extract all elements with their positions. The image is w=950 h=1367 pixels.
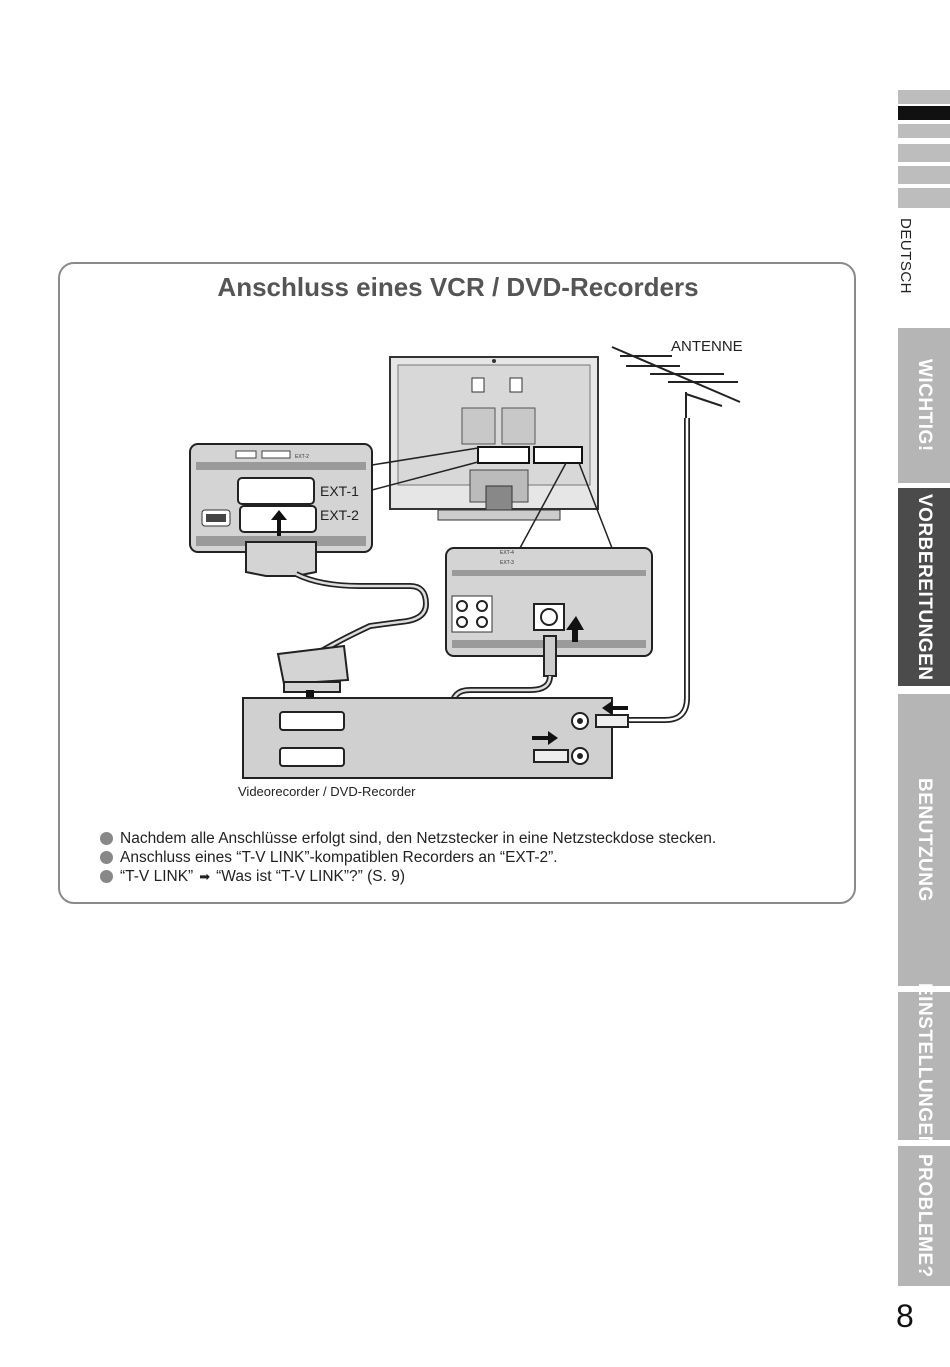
language-label: DEUTSCH (897, 218, 914, 295)
circle-bullet-icon (100, 851, 113, 864)
ext2-small-label: EXT-2 (295, 454, 309, 460)
panel-title: Anschluss eines VCR / DVD-Recorders (217, 272, 699, 302)
tab-wichtig[interactable]: WICHTIG! (898, 328, 950, 483)
tab-vorbereitungen[interactable]: VORBEREITUNGEN (898, 488, 950, 686)
right-arrow-icon: ➡ (199, 869, 211, 884)
ext4-small-label: EXT-4 (500, 550, 514, 556)
tab-label: EINSTELLUNGEN (914, 982, 935, 1150)
tab-label: BENUTZUNG (914, 778, 935, 902)
tab-label: VORBEREITUNGEN (914, 493, 935, 681)
note-item: “T-V LINK” ➡ “Was ist “T-V LINK”?” (S. 9… (100, 867, 716, 886)
notes-list: Nachdem alle Anschlüsse erfolgt sind, de… (100, 829, 716, 886)
tv-back-illustration (389, 356, 599, 521)
tab-einstellungen[interactable]: EINSTELLUNGEN (898, 983, 950, 1149)
deco-stripe (898, 144, 950, 162)
connection-panel (58, 262, 856, 904)
ext3-small-label: EXT-3 (500, 560, 514, 566)
ext2-label: EXT-2 (320, 507, 359, 523)
ext1-label: EXT-1 (320, 483, 359, 499)
deco-stripe (898, 166, 950, 184)
antenna-illustration (611, 346, 741, 440)
note-link[interactable]: “Was ist “T-V LINK”?” (S. 9) (216, 868, 405, 885)
tab-probleme[interactable]: PROBLEME? (898, 1146, 950, 1286)
note-text: Anschluss eines “T-V LINK”-kompatiblen R… (120, 849, 558, 866)
recorder-illustration (242, 697, 629, 779)
page-number: 8 (896, 1298, 914, 1334)
tab-label: WICHTIG! (914, 359, 935, 452)
tab-label: PROBLEME? (914, 1154, 935, 1278)
note-item: Anschluss eines “T-V LINK”-kompatiblen R… (100, 848, 716, 867)
deco-stripe (898, 124, 950, 138)
deco-stripe (898, 90, 950, 104)
deco-stripe (898, 188, 950, 208)
deco-stripe-active (898, 106, 950, 120)
antenna-label: ANTENNE (671, 338, 743, 355)
note-text: “T-V LINK” (120, 868, 194, 885)
recorder-label: Videorecorder / DVD-Recorder (238, 784, 416, 799)
circle-bullet-icon (100, 870, 113, 883)
circle-bullet-icon (100, 832, 113, 845)
tab-benutzung[interactable]: BENUTZUNG (898, 694, 950, 986)
note-text: Nachdem alle Anschlüsse erfolgt sind, de… (120, 830, 717, 847)
scart-inset (189, 443, 373, 553)
note-item: Nachdem alle Anschlüsse erfolgt sind, de… (100, 829, 716, 848)
